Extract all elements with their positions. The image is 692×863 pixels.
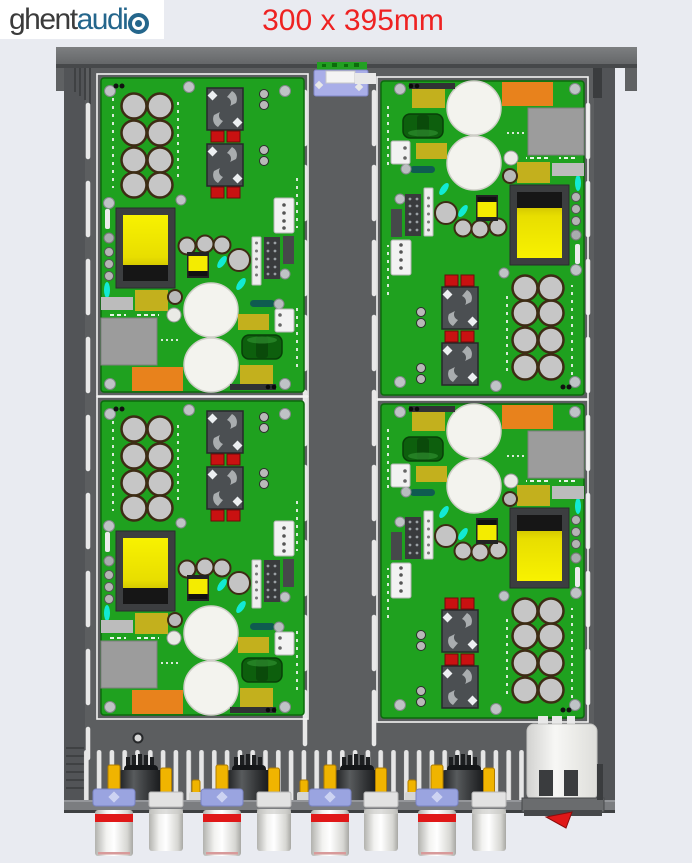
control-board <box>313 62 376 97</box>
iec-body <box>526 723 598 801</box>
power-switch-lever <box>544 811 573 829</box>
amp-psu-board-top-right <box>381 81 584 395</box>
logo-text-ghent: ghent <box>9 2 78 36</box>
amp-psu-board-bottom-left <box>101 401 304 715</box>
right-corner-fin-block <box>593 68 602 98</box>
amp-psu-board-top-left <box>101 78 304 392</box>
board-frames <box>96 73 589 723</box>
screw-hole <box>132 732 144 744</box>
iec-contact-right <box>564 770 578 796</box>
board-frame-top-right <box>376 76 589 400</box>
left-heatsink-wall <box>64 67 85 805</box>
logo-text-audi: audi <box>76 2 129 36</box>
logo-o-ring-icon <box>128 12 150 34</box>
board-frame-top-left <box>96 73 309 397</box>
iec-power-inlet <box>521 716 605 829</box>
iec-contact-left <box>539 770 553 796</box>
control-board-connector <box>355 73 376 84</box>
board-frame-bottom-left <box>96 396 309 720</box>
dimension-label: 300 x 395mm <box>262 4 444 37</box>
chassis-top-panel <box>56 47 637 67</box>
amp-psu-board-bottom-right <box>381 404 584 718</box>
display-window <box>325 70 356 84</box>
iec-tray <box>521 797 605 813</box>
board-frame-bottom-right <box>376 399 589 723</box>
right-heatsink-wall <box>594 67 615 805</box>
